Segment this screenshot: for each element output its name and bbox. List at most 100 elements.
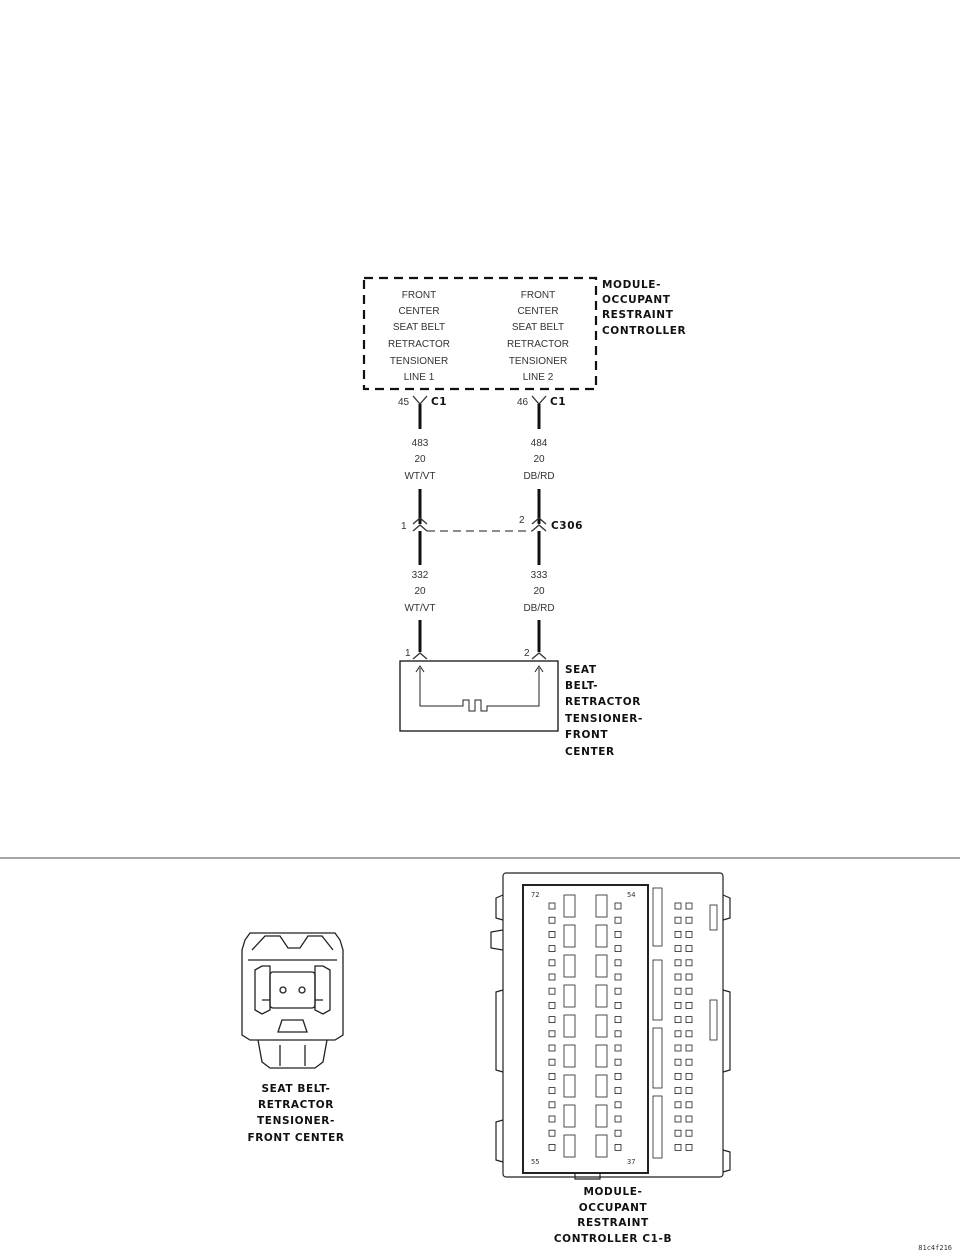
circuit1-line: TENSIONER [390,356,448,367]
connector-cavity [548,1101,556,1109]
cavity-grid [548,887,718,1159]
female-pin-symbol [412,652,428,660]
module-connector-pin-labels: 72 54 55 37 [531,891,635,1166]
wire-gauge: 20 [414,586,426,597]
connector-label-line: CONTROLLER C1-B [554,1233,672,1245]
connector-cavity [652,887,663,947]
tensioner-title-line: TENSIONER- [565,713,643,725]
connector-cavity [674,1115,682,1123]
male-pin-symbol [412,524,428,532]
circuit2-line: CENTER [517,306,558,317]
tensioner-connector-label: SEAT BELT- RETRACTOR TENSIONER- FRONT CE… [247,1083,343,1144]
connector-cavity [614,931,622,938]
connector-cavity [614,1129,622,1137]
tensioner-box [399,660,559,732]
female-pin-symbol [412,517,428,525]
tensioner-pins: 1 2 [405,648,547,660]
connector-cavity [674,1101,682,1109]
connector-cavity [548,1087,556,1094]
connector-label-line: RETRACTOR [258,1099,334,1111]
connector-label-line: MODULE- [583,1186,642,1198]
connector-cavity [614,973,622,981]
connector-cavity [548,987,556,995]
connector-cavity [614,1115,622,1123]
wire-483-label: 483 20 WT/VT [404,438,435,482]
pin-number: 46 [517,397,529,408]
connector-cavity [595,954,608,978]
connector-cavity [563,1104,576,1128]
circuit2-label: FRONT CENTER SEAT BELT RETRACTOR TENSION… [507,290,569,383]
connector-cavity [614,1058,622,1066]
connector-cavity [614,916,622,924]
wire-color: WT/VT [404,603,435,614]
connector-cavity [595,1014,608,1038]
connector-cavity [685,1087,693,1094]
connector-cavity [563,1074,576,1098]
connector-cavity [563,1044,576,1068]
wire-code: 333 [531,570,548,581]
connector-cavity [614,1101,622,1109]
wire-484-label: 484 20 DB/RD [523,438,554,482]
connector-cavity [548,959,556,967]
connector-cavity [674,1058,682,1066]
connector-cavity [595,924,608,948]
pin-number: 1 [401,521,407,532]
connector-cavity [614,1073,622,1080]
connector-cavity [709,904,718,931]
connector-cavity [614,1016,622,1023]
connector-cavity [595,1044,608,1068]
module-box [362,276,598,391]
connector-cavity [548,902,556,910]
circuit2-line: SEAT BELT [512,322,564,333]
connector-cavity [685,973,693,981]
wire-code: 484 [531,438,548,449]
connector-cavity [685,931,693,938]
connector-cavity [685,987,693,995]
connector-cavity [614,1144,622,1151]
connector-cavity [614,1044,622,1052]
connector-cavity [685,1129,693,1137]
connector-cavity [674,945,682,952]
connector-label-line: TENSIONER- [257,1115,335,1127]
pin-number: 1 [405,648,411,659]
connector-cavity [674,916,682,924]
connector-cavity [674,1016,682,1023]
connector-cavity [674,902,682,910]
connector-cavity [674,1144,682,1151]
connector-cavity [548,1129,556,1137]
tensioner-title: SEAT BELT- RETRACTOR TENSIONER- FRONT CE… [565,664,643,758]
connector-cavity [685,1101,693,1109]
connector-label-line: SEAT BELT- [262,1083,331,1095]
connector-cavity [685,1144,693,1151]
connector-cavity [685,959,693,967]
connector-cavity [614,987,622,995]
circuit1-line: SEAT BELT [393,322,445,333]
tensioner-title-line: BELT- [565,680,598,692]
module-pin-2: 46 C1 [517,395,566,408]
connector-cavity [595,1134,608,1158]
connector-cavity [548,1002,556,1009]
module-title-line: OCCUPANT [602,294,671,306]
figure-id: 81c4f216 [918,1244,952,1252]
connector-cavity [548,1115,556,1123]
module-title: MODULE- OCCUPANT RESTRAINT CONTROLLER [602,279,686,337]
connector-cavity [685,1115,693,1123]
connector-cavity [674,1129,682,1137]
wire-332-label: 332 20 WT/VT [404,570,435,614]
connector-cavity [614,1030,622,1038]
connector-cavity [563,1134,576,1158]
tensioner-title-line: FRONT [565,729,608,741]
connector-cavity [674,973,682,981]
module-pin-1: 45 C1 [398,395,447,408]
wire-code: 483 [412,438,429,449]
terminal-arrow [534,665,544,673]
wire-color: DB/RD [523,471,554,482]
connector-cavity [595,1104,608,1128]
module-connector-face [490,872,731,1180]
connector-cavity [614,1087,622,1094]
connector-cavity [563,1014,576,1038]
circuit1-label: FRONT CENTER SEAT BELT RETRACTOR TENSION… [388,290,450,383]
connector-cavity [685,945,693,952]
inline-connector-c306: 1 2 C306 [401,515,582,532]
connector-cavity [595,984,608,1008]
